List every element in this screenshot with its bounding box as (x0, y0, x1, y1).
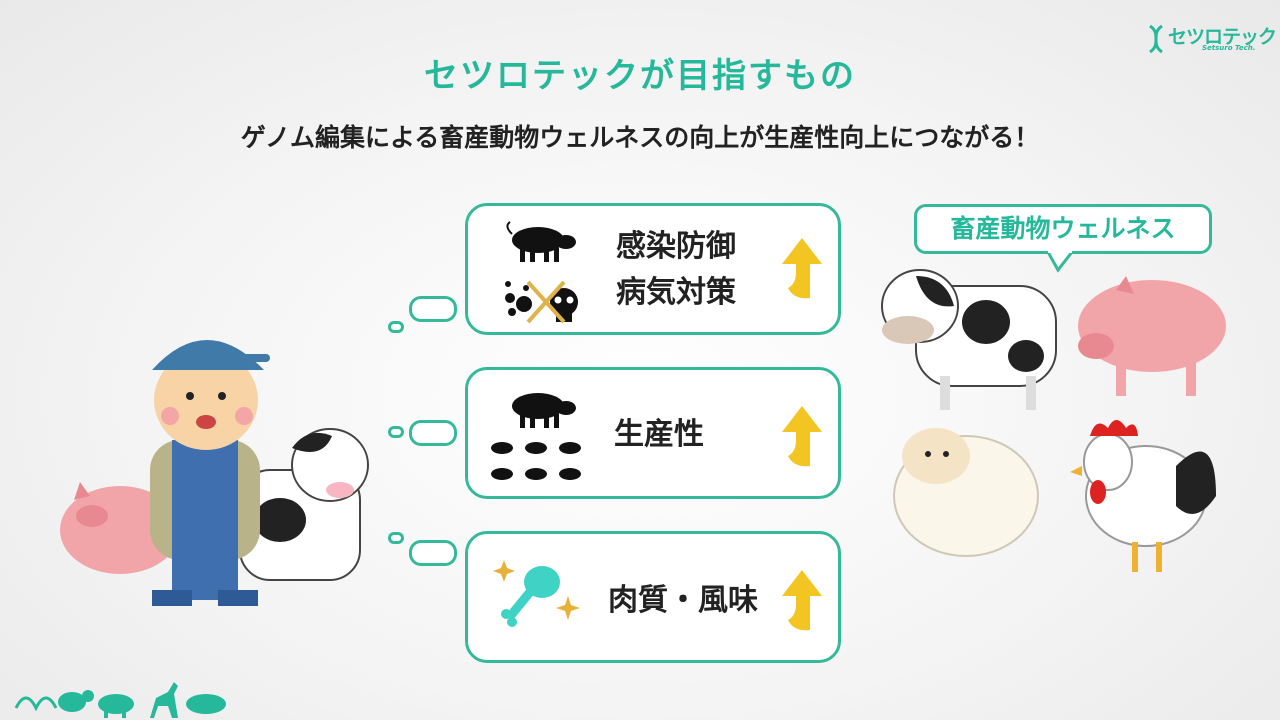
animal-silhouettes-icon (14, 682, 226, 718)
thought-bubble-small (388, 426, 404, 438)
thought-bubble (409, 420, 457, 446)
thought-bubble (409, 540, 457, 566)
livestock-illustration (881, 269, 1226, 572)
card-label-disease: 病気対策 (616, 275, 736, 310)
card-meat-quality: 肉質・風味 (465, 531, 841, 663)
logo-text: セツロテック (1168, 26, 1277, 48)
card-label-meat-quality: 肉質・風味 (608, 583, 758, 618)
wellness-bubble: 畜産動物ウェルネス (914, 204, 1212, 254)
wellness-label: 畜産動物ウェルネス (950, 214, 1176, 243)
drumstick-sparkle-icon (493, 560, 580, 627)
card-productivity: 生産性 (465, 367, 841, 499)
thought-bubble-small (388, 532, 404, 544)
page-title: セツロテックが目指すもの (424, 56, 856, 96)
pig-virus-icon (505, 221, 578, 324)
farmer-illustration (60, 340, 369, 606)
arrow-up-icon (782, 570, 822, 631)
page-subtitle: ゲノム編集による畜産動物ウェルネスの向上が生産性向上につながる！ (240, 123, 1040, 152)
card-label-productivity: 生産性 (614, 417, 704, 452)
thought-bubble-small (388, 321, 404, 333)
thought-bubble (409, 296, 457, 322)
card-label-infection: 感染防御 (616, 229, 736, 264)
logo-subtext: Setsuro Tech. (1202, 44, 1256, 52)
company-logo: セツロテック Setsuro Tech. (1146, 22, 1277, 56)
pigs-multiply-icon (491, 393, 581, 480)
card-infection-defense: 感染防御 病気対策 (465, 203, 841, 335)
dna-icon (1149, 24, 1163, 54)
arrow-up-icon (782, 238, 822, 299)
speech-tail (1046, 250, 1074, 273)
arrow-up-icon (782, 406, 822, 467)
